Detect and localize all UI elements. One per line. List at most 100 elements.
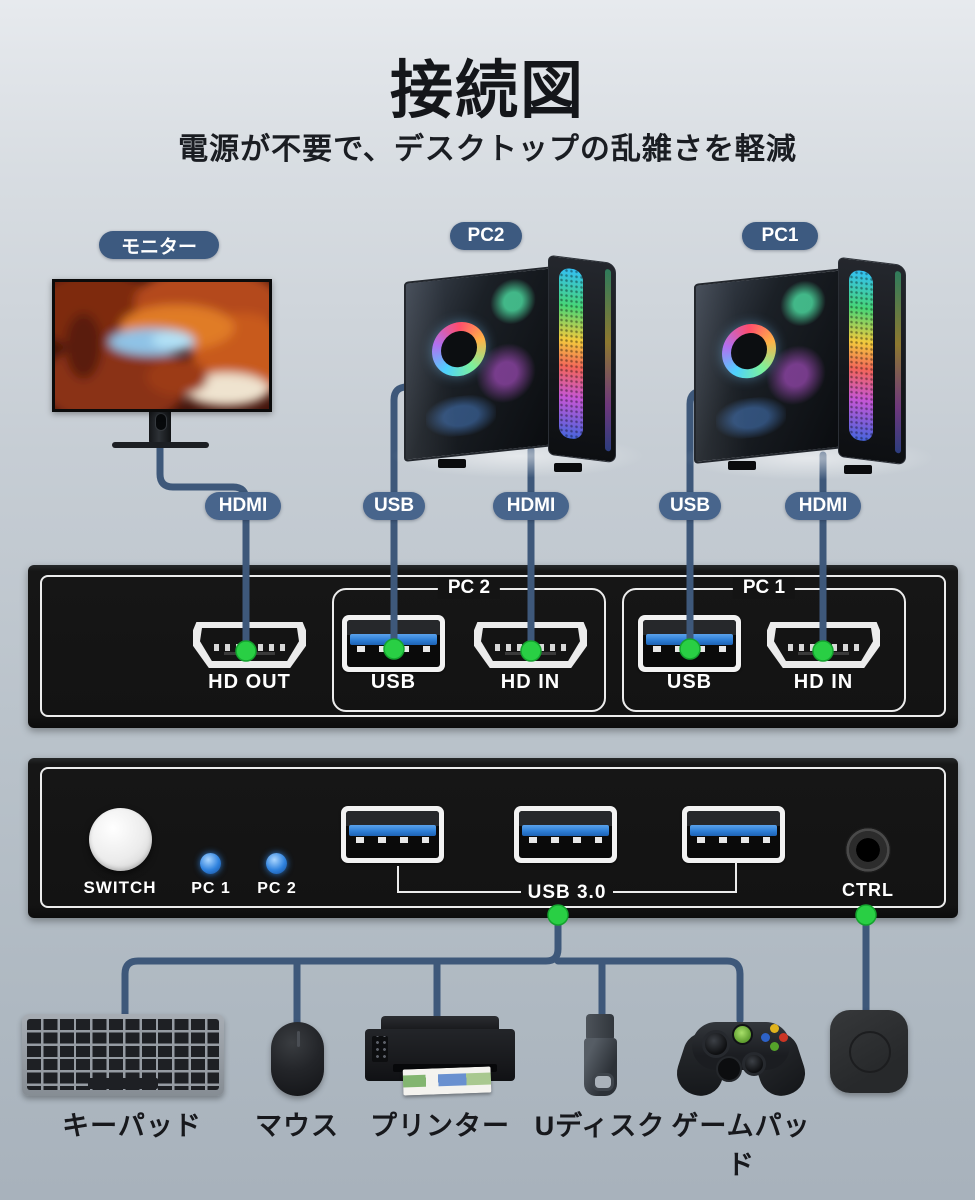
- pc2-pill-label: PC2: [450, 222, 522, 250]
- switch-label: SWITCH: [83, 878, 157, 897]
- gamepad-y-button: [770, 1024, 779, 1033]
- monitor-stand-base: [112, 442, 209, 448]
- mouse-scroll-slit: [296, 1031, 300, 1047]
- kvm-front-panel: HD OUT PC 2 USB HD IN PC 1 USB HD IN: [28, 565, 958, 728]
- pc2-edge-light: [605, 268, 611, 452]
- hd-out-slot: [224, 652, 275, 655]
- pc1-tower: [680, 256, 936, 480]
- pc2-usb-cable-tag: USB: [363, 492, 425, 520]
- pc1-foot: [844, 465, 872, 474]
- pc2-usb-contact-block: [347, 620, 440, 636]
- printer-control-panel: [372, 1036, 388, 1062]
- pc1-front-panel: [838, 256, 906, 466]
- cable-usb3-bus: [121, 911, 562, 1020]
- usb3-port-3: [682, 806, 785, 863]
- keyboard-spacebar: [88, 1078, 158, 1089]
- usb3-label: USB 3.0: [527, 882, 607, 903]
- pc2-hdin-slot: [505, 652, 556, 655]
- usb3-port-2-tab: [522, 825, 609, 837]
- pc1-edge-light: [895, 270, 901, 454]
- pc1-usb-label: USB: [666, 671, 713, 693]
- pc2-group-name: PC 2: [437, 577, 501, 599]
- printer-paper: [402, 1066, 492, 1096]
- usb-flash-drive: [584, 1014, 617, 1096]
- pc1-hd-in-port: [767, 622, 880, 668]
- pc1-hdin-pins: [788, 644, 859, 651]
- gamepad-label: ゲームパッド: [671, 1111, 811, 1180]
- mouse-label: マウス: [255, 1111, 339, 1141]
- pc2-foot: [438, 459, 466, 468]
- hd-out-port: [193, 622, 306, 668]
- pc2-hdin-cavity: [481, 628, 580, 661]
- canyon-picture: [55, 282, 269, 409]
- kvm-rear-panel-outline: [40, 767, 946, 908]
- gamepad-b-button: [779, 1033, 788, 1042]
- pc1-foot: [728, 461, 756, 470]
- pc2-usb-contacts: [357, 646, 430, 653]
- pc1-hd-in-label: HD IN: [793, 671, 854, 693]
- pc1-led-label: PC 1: [191, 880, 231, 897]
- page-title: 接続図: [390, 56, 585, 126]
- pc1-usb-tab: [646, 634, 733, 646]
- usb3-port-2-contact-block: [519, 811, 612, 827]
- usb3-port-2: [514, 806, 617, 863]
- monitor-stand-neck: [149, 406, 171, 444]
- pc1-usb-cable-tag: USB: [659, 492, 721, 520]
- pc2-usb-label: USB: [370, 671, 417, 693]
- hd-out-label: HD OUT: [208, 671, 291, 693]
- gamepad-guide-button: [732, 1024, 753, 1045]
- pc2-hdin-pins: [495, 644, 566, 651]
- usb3-port-1-contacts: [356, 837, 429, 844]
- pc2-front-panel: [548, 254, 616, 464]
- monitor-image: [52, 279, 272, 412]
- ctrl-label: CTRL: [842, 880, 894, 900]
- pc1-group-name: PC 1: [732, 577, 796, 599]
- pc2-led: [266, 853, 287, 874]
- usb3-port-3-contact-block: [687, 811, 780, 827]
- usb3-port-1-cavity: [346, 811, 439, 858]
- pc1-rgb-strip: [849, 269, 873, 443]
- pc2-port-group: PC 2: [332, 577, 606, 712]
- mouse: [271, 1022, 324, 1096]
- monitor-pill-label: モニター: [99, 231, 219, 259]
- usb-drive-lanyard-hole: [592, 1073, 614, 1091]
- pc2-hdmi-cable-tag: HDMI: [493, 492, 569, 520]
- printer-lid: [381, 1016, 499, 1031]
- ctrl-jack: [845, 827, 891, 873]
- pc2-glass-side: [404, 266, 554, 462]
- printer: [365, 1016, 515, 1096]
- pc1-usb-cavity: [643, 620, 736, 667]
- pc1-led: [200, 853, 221, 874]
- pc2-led-label: PC 2: [257, 880, 297, 897]
- cable-usb3-bus-right: [554, 957, 744, 1024]
- pc2-usb-port: [342, 615, 445, 672]
- hd-out-pins: [214, 644, 285, 651]
- pc2-usb-cavity: [347, 620, 440, 667]
- gamepad-x-button: [761, 1033, 770, 1042]
- hd-out-cavity: [200, 628, 299, 661]
- usb3-port-2-cavity: [519, 811, 612, 858]
- usb3-bracket-left-riser: [397, 866, 399, 893]
- usb3-port-3-tab: [690, 825, 777, 837]
- usb3-port-3-cavity: [687, 811, 780, 858]
- pc1-usb-port: [638, 615, 741, 672]
- gamepad-right-stick: [742, 1052, 766, 1076]
- pc1-pill-label: PC1: [742, 222, 818, 250]
- monitor-hdmi-cable-tag: HDMI: [205, 492, 281, 520]
- pc1-port-group: PC 1: [622, 577, 906, 712]
- usb-drive-label: Uディスク: [534, 1111, 666, 1141]
- usb3-bracket-left: [397, 891, 521, 893]
- gamepad-a-button: [770, 1042, 779, 1051]
- pc2-hd-in-label: HD IN: [500, 671, 561, 693]
- pc2-usb-tab: [350, 634, 437, 646]
- switch-button: [89, 808, 152, 871]
- keyboard-label: キーパッド: [62, 1111, 202, 1141]
- gamepad: [671, 1016, 811, 1102]
- printer-label: プリンター: [370, 1111, 510, 1141]
- pc1-hdmi-cable-tag: HDMI: [785, 492, 861, 520]
- pc1-hdin-slot: [798, 652, 849, 655]
- usb-drive-cap: [586, 1014, 614, 1039]
- pc2-rgb-strip: [559, 267, 583, 441]
- gamepad-dpad: [716, 1056, 742, 1082]
- page-subtitle: 電源が不要で、デスクトップの乱雑さを軽減: [178, 133, 797, 166]
